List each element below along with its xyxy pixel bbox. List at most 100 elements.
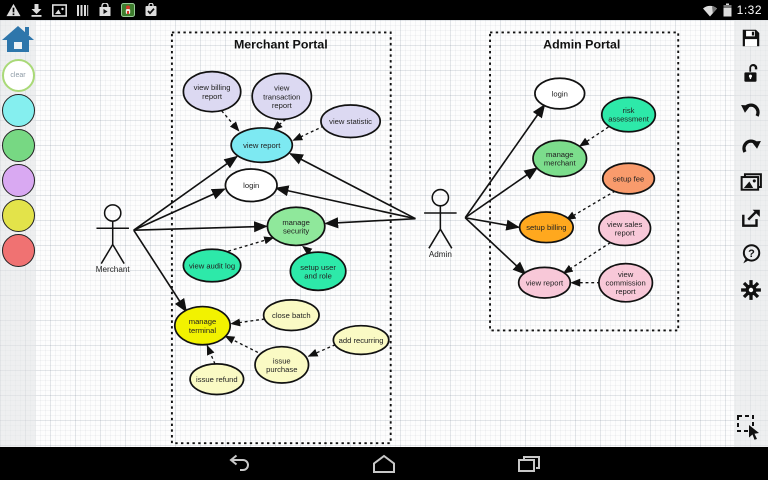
node-shape-close-batch[interactable]: [262, 299, 320, 332]
node-setup-billing[interactable]: setup billing: [518, 211, 575, 244]
node-view-statistic[interactable]: view statistic: [320, 104, 382, 139]
nav-recents-button[interactable]: [509, 451, 549, 477]
node-label-add-recurring: add recurring: [339, 336, 384, 345]
palette-color-green[interactable]: [1, 129, 35, 162]
edge-admin-to-manage-security[interactable]: [324, 217, 416, 229]
node-shape-setup-user-and-role[interactable]: [289, 251, 347, 292]
edge-view-audit-log-to-manage-security[interactable]: [228, 236, 275, 252]
battery-icon: [723, 3, 732, 17]
node-shape-login-admin[interactable]: [534, 77, 586, 110]
node-view-audit-log[interactable]: view audit log: [182, 248, 242, 283]
node-shape-issue-refund[interactable]: [189, 363, 245, 396]
node-shape-manage-security[interactable]: [266, 206, 326, 247]
edge-view-sales-report-to-view-report-admin[interactable]: [562, 242, 611, 274]
edge-merchant-to-view-report-merchant[interactable]: [133, 155, 239, 231]
share-button[interactable]: [740, 206, 763, 229]
edge-merchant-to-manage-terminal[interactable]: [133, 229, 188, 313]
download-icon: [31, 4, 42, 17]
nav-back-button[interactable]: [219, 451, 259, 477]
node-view-report-admin[interactable]: view report: [517, 266, 572, 299]
edge-admin-to-manage-merchant[interactable]: [464, 167, 538, 219]
node-shape-view-report-merchant[interactable]: [230, 127, 294, 164]
redo-button[interactable]: [740, 134, 763, 157]
edge-admin-to-setup-billing[interactable]: [465, 216, 521, 231]
actor-merchant[interactable]: Merchant: [96, 204, 131, 274]
marquee-select-button[interactable]: [735, 413, 763, 441]
help-button[interactable]: ?: [740, 242, 763, 265]
container-merchant-portal[interactable]: [170, 31, 392, 445]
node-shape-manage-merchant[interactable]: [532, 139, 588, 178]
actor-admin[interactable]: Admin: [424, 188, 457, 259]
edge-view-billing-report-to-view-report-merchant[interactable]: [221, 110, 240, 132]
screenshot-icon: [52, 3, 67, 17]
edge-view-transaction-report-to-view-report-merchant[interactable]: [272, 118, 287, 131]
edge-issue-purchase-to-manage-terminal[interactable]: [224, 335, 259, 354]
clear-button-label: clear: [10, 72, 26, 79]
node-view-report-merchant[interactable]: view report: [230, 127, 294, 164]
edge-admin-to-view-report-merchant[interactable]: [289, 153, 416, 220]
node-shape-manage-terminal[interactable]: [173, 305, 232, 346]
node-shape-view-sales-report[interactable]: [598, 210, 652, 247]
node-shape-view-report-admin[interactable]: [517, 266, 572, 299]
edge-risk-assessment-to-manage-merchant[interactable]: [578, 126, 609, 147]
palette-color-purple[interactable]: [1, 164, 35, 197]
edge-view-statistic-to-view-report-merchant[interactable]: [292, 125, 325, 141]
node-shape-risk-assessment[interactable]: [600, 96, 657, 133]
palette-color-cyan[interactable]: [1, 94, 35, 127]
node-shape-view-billing-report[interactable]: [182, 70, 242, 113]
settings-button[interactable]: [740, 278, 763, 301]
holiday-app-icon: [121, 3, 135, 17]
node-shape-add-recurring[interactable]: [332, 324, 390, 356]
nav-home-button[interactable]: [364, 451, 404, 477]
actor-label-merchant: Merchant: [96, 265, 131, 274]
play-store-icon: [99, 3, 111, 16]
edge-admin-to-view-report-admin[interactable]: [464, 217, 527, 276]
recents-icon: [518, 455, 540, 472]
node-shape-view-statistic[interactable]: [320, 104, 382, 139]
edge-close-batch-to-manage-terminal[interactable]: [230, 318, 265, 327]
node-label-setup-fee: setup fee: [613, 174, 644, 183]
node-shape-view-transaction-report[interactable]: [251, 72, 313, 121]
edge-merchant-to-login-merchant[interactable]: [133, 188, 226, 231]
node-login-merchant[interactable]: login: [224, 168, 278, 203]
node-shape-view-commission-report[interactable]: [598, 262, 654, 303]
node-shape-setup-billing[interactable]: [518, 211, 575, 244]
node-shape-login-merchant[interactable]: [224, 168, 278, 203]
node-shape-view-audit-log[interactable]: [182, 248, 242, 283]
save-button[interactable]: [740, 26, 763, 49]
edge-setup-user-and-role-to-manage-security[interactable]: [302, 245, 313, 256]
node-setup-fee[interactable]: setup fee: [601, 162, 656, 195]
edge-admin-to-login-merchant[interactable]: [274, 185, 416, 220]
node-add-recurring[interactable]: add recurring: [332, 324, 390, 356]
node-issue-refund[interactable]: issue refund: [189, 363, 245, 396]
palette-color-red[interactable]: [1, 234, 35, 267]
node-shape-setup-fee[interactable]: [601, 162, 656, 195]
clear-button[interactable]: clear: [1, 59, 35, 92]
edge-add-recurring-to-issue-purchase[interactable]: [307, 344, 336, 357]
edge-setup-fee-to-setup-billing[interactable]: [565, 190, 616, 221]
edge-admin-to-login-admin[interactable]: [464, 103, 546, 219]
palette-color-yellow[interactable]: [1, 199, 35, 232]
gallery-button[interactable]: [740, 170, 763, 193]
lock-button[interactable]: [740, 62, 763, 85]
node-close-batch[interactable]: close batch: [262, 299, 320, 332]
undo-button[interactable]: [740, 98, 763, 121]
node-shape-issue-purchase[interactable]: [254, 345, 310, 384]
edge-issue-refund-to-manage-terminal[interactable]: [206, 344, 216, 365]
home-tool-button[interactable]: [1, 23, 35, 57]
edge-merchant-to-manage-security[interactable]: [133, 221, 268, 233]
container-admin-portal[interactable]: [489, 31, 680, 332]
node-login-admin[interactable]: login: [534, 77, 586, 110]
